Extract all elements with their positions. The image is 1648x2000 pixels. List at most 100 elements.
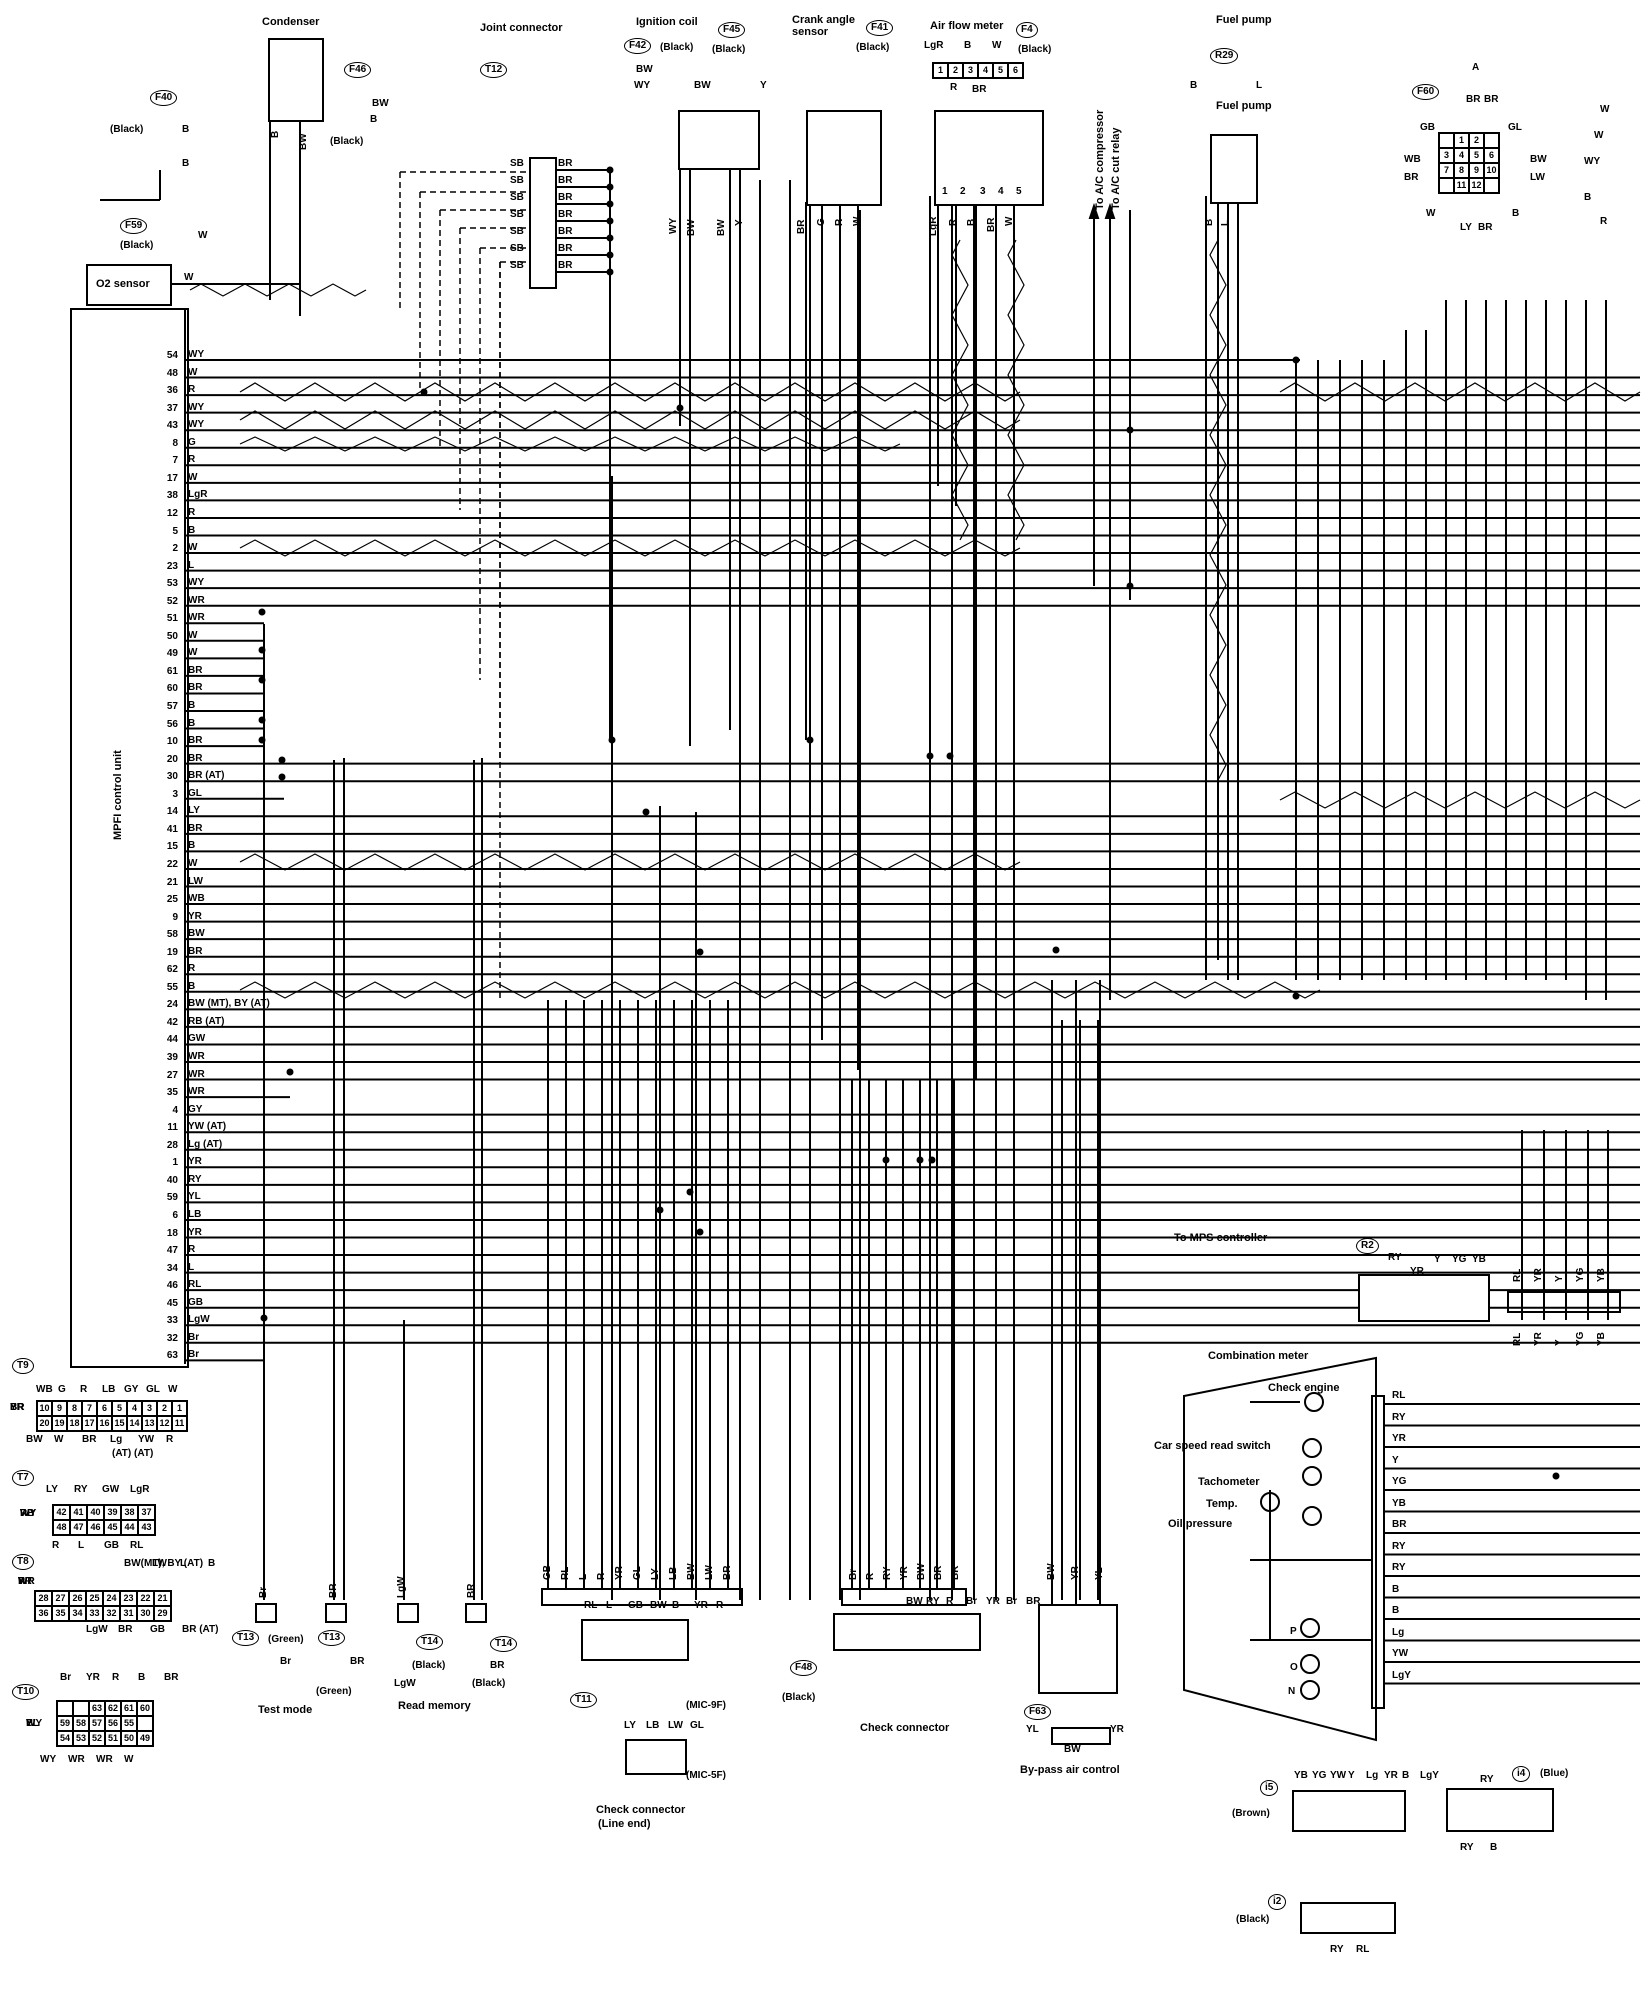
connector-wire-label: LgY <box>1420 1770 1439 1781</box>
ecu-pin-number: 17 <box>166 472 178 484</box>
ecu-pin-wire: WY <box>188 349 205 360</box>
to-ac-compressor-label: To A/C compressor <box>1094 109 1106 210</box>
connector-pin: 48 <box>53 1520 70 1535</box>
f60-pin <box>1484 133 1499 148</box>
ecu-pin-wire: R <box>188 384 196 396</box>
connector-wire-label: RY <box>926 1596 940 1607</box>
wire-label-af-lgr: LgR <box>928 216 939 236</box>
ecu-pin-wire: L <box>188 559 195 571</box>
connector-pin: 37 <box>138 1505 155 1520</box>
meter-gauge-symbol <box>1302 1506 1322 1526</box>
connector-wire-label: WY <box>20 1508 37 1519</box>
ecu-pin-wire: B <box>188 840 196 852</box>
connector-wire-label: WY <box>40 1754 57 1765</box>
ecu-pin-wire: WY <box>188 419 205 431</box>
connector-wire-label: Br <box>966 1596 978 1607</box>
f4-pin: 6 <box>1008 63 1023 78</box>
ecu-pin-wire: YL <box>188 1191 201 1203</box>
shield-line <box>1209 239 1227 781</box>
connector-wire-label: Lg <box>1366 1770 1379 1781</box>
ecu-pin-wire: GY <box>188 1103 203 1115</box>
connector-pin: 2 <box>157 1401 172 1416</box>
f60-wire-br4: BR <box>1478 222 1493 233</box>
connector-pin: 46 <box>87 1520 104 1535</box>
jc-sb-label: SB <box>510 192 524 203</box>
connector-wire-label: Br <box>60 1672 72 1683</box>
connector-f48-body <box>833 1613 981 1651</box>
connector-f45-id: F45 <box>718 22 746 38</box>
bottom-wire-label: BW <box>1046 1563 1057 1580</box>
r2-wire-yb: YB <box>1472 1254 1486 1265</box>
ecu-pin-wire: LW <box>188 875 203 887</box>
ecu-pin-wire: B <box>188 980 196 992</box>
ecu-pin-wire: WR <box>188 594 205 606</box>
connector-wire-label: WR <box>18 1576 35 1587</box>
ecu-pin-number: 19 <box>166 946 178 958</box>
ecu-pin-wire: LY <box>188 805 200 817</box>
f63-wire-bw: BW <box>1064 1744 1081 1755</box>
connector-wire-label: RL <box>130 1540 144 1551</box>
connector-wire-label: YR <box>86 1672 100 1683</box>
jc-sb-label: SB <box>510 260 524 271</box>
connector-t11-body-2 <box>625 1739 687 1775</box>
junction-dot <box>916 1156 924 1164</box>
f60-wire-br3: BR <box>1404 172 1419 183</box>
connector-f41-color: (Black) <box>856 42 890 53</box>
connector-wire-label: LY <box>46 1484 58 1495</box>
ecu-pin-number: 14 <box>166 806 178 818</box>
bottom-wire-label: YR <box>614 1566 625 1580</box>
connector-pin: 61 <box>121 1701 137 1716</box>
junction-dot <box>1552 1472 1560 1480</box>
ecu-pin-number: 28 <box>166 1139 178 1151</box>
ecu-pin-wire: WR <box>188 1068 205 1080</box>
ecu-pin-wire: R <box>188 506 196 518</box>
ecu-pin-wire: YW (AT) <box>188 1121 227 1133</box>
r2-wire-yg: YG <box>1452 1254 1467 1265</box>
connector-pin: 26 <box>69 1591 86 1606</box>
junction-dot <box>606 166 614 174</box>
bottom-wire-label: R <box>596 1572 607 1580</box>
connector-wire-label: W <box>20 1508 30 1519</box>
i4-wire-ry2: RY <box>1460 1842 1474 1853</box>
wire-label-cond-b: B <box>270 130 281 138</box>
condenser-body <box>268 38 324 122</box>
junction-dot <box>696 1228 704 1236</box>
ecu-pin-number: 39 <box>166 1052 178 1063</box>
t9-note: (AT) (AT) <box>112 1448 154 1459</box>
ecu-pin-wire: W <box>188 542 198 554</box>
ecu-pin-wire: W <box>188 471 198 483</box>
connector-t11-note: (MIC-9F) <box>686 1700 726 1711</box>
connector-wire-label: LgW <box>86 1624 108 1635</box>
bottom-wire-label: Br <box>258 1586 269 1598</box>
ecu-pin-wire: W <box>188 629 198 641</box>
connector-wire-label: R <box>166 1434 174 1445</box>
meter-wire-label: YR <box>1392 1433 1406 1444</box>
connector-f46-id: F46 <box>344 62 372 78</box>
f4-wire-br: BR <box>972 84 987 95</box>
junction-dot <box>1292 356 1300 364</box>
connector-t11-id: T11 <box>570 1692 597 1708</box>
i4-wire-b: B <box>1490 1842 1498 1853</box>
connector-pin: 52 <box>89 1731 105 1746</box>
f60-wire-bw: BW <box>1530 154 1547 165</box>
f60-wire-gb: GB <box>1420 122 1435 133</box>
connector-wire-label: R <box>946 1596 954 1607</box>
ecu-pin-wire: GL <box>188 787 202 799</box>
r2-out-label: YR <box>1533 1268 1544 1282</box>
connector-t13b-id: T13 <box>318 1630 346 1646</box>
connector-i4-color: (Blue) <box>1540 1768 1569 1779</box>
connector-wire-label: WB <box>36 1384 53 1395</box>
connector-pin: 23 <box>120 1591 137 1606</box>
r2-wire-yr: YR <box>1410 1266 1424 1277</box>
bottom-wire-label: RY <box>882 1566 893 1580</box>
connector-pin <box>137 1716 153 1731</box>
junction-dot <box>278 756 286 764</box>
f63-wire-yr: YR <box>1110 1724 1124 1735</box>
connector-wire-label: L <box>180 1558 187 1569</box>
right-edge-w1: W <box>1600 104 1610 115</box>
connector-t14a-id: T14 <box>416 1634 444 1650</box>
connector-wire-label: RY <box>74 1484 88 1495</box>
f60-pin: 8 <box>1454 163 1469 178</box>
connector-pin: 6 <box>97 1401 112 1416</box>
